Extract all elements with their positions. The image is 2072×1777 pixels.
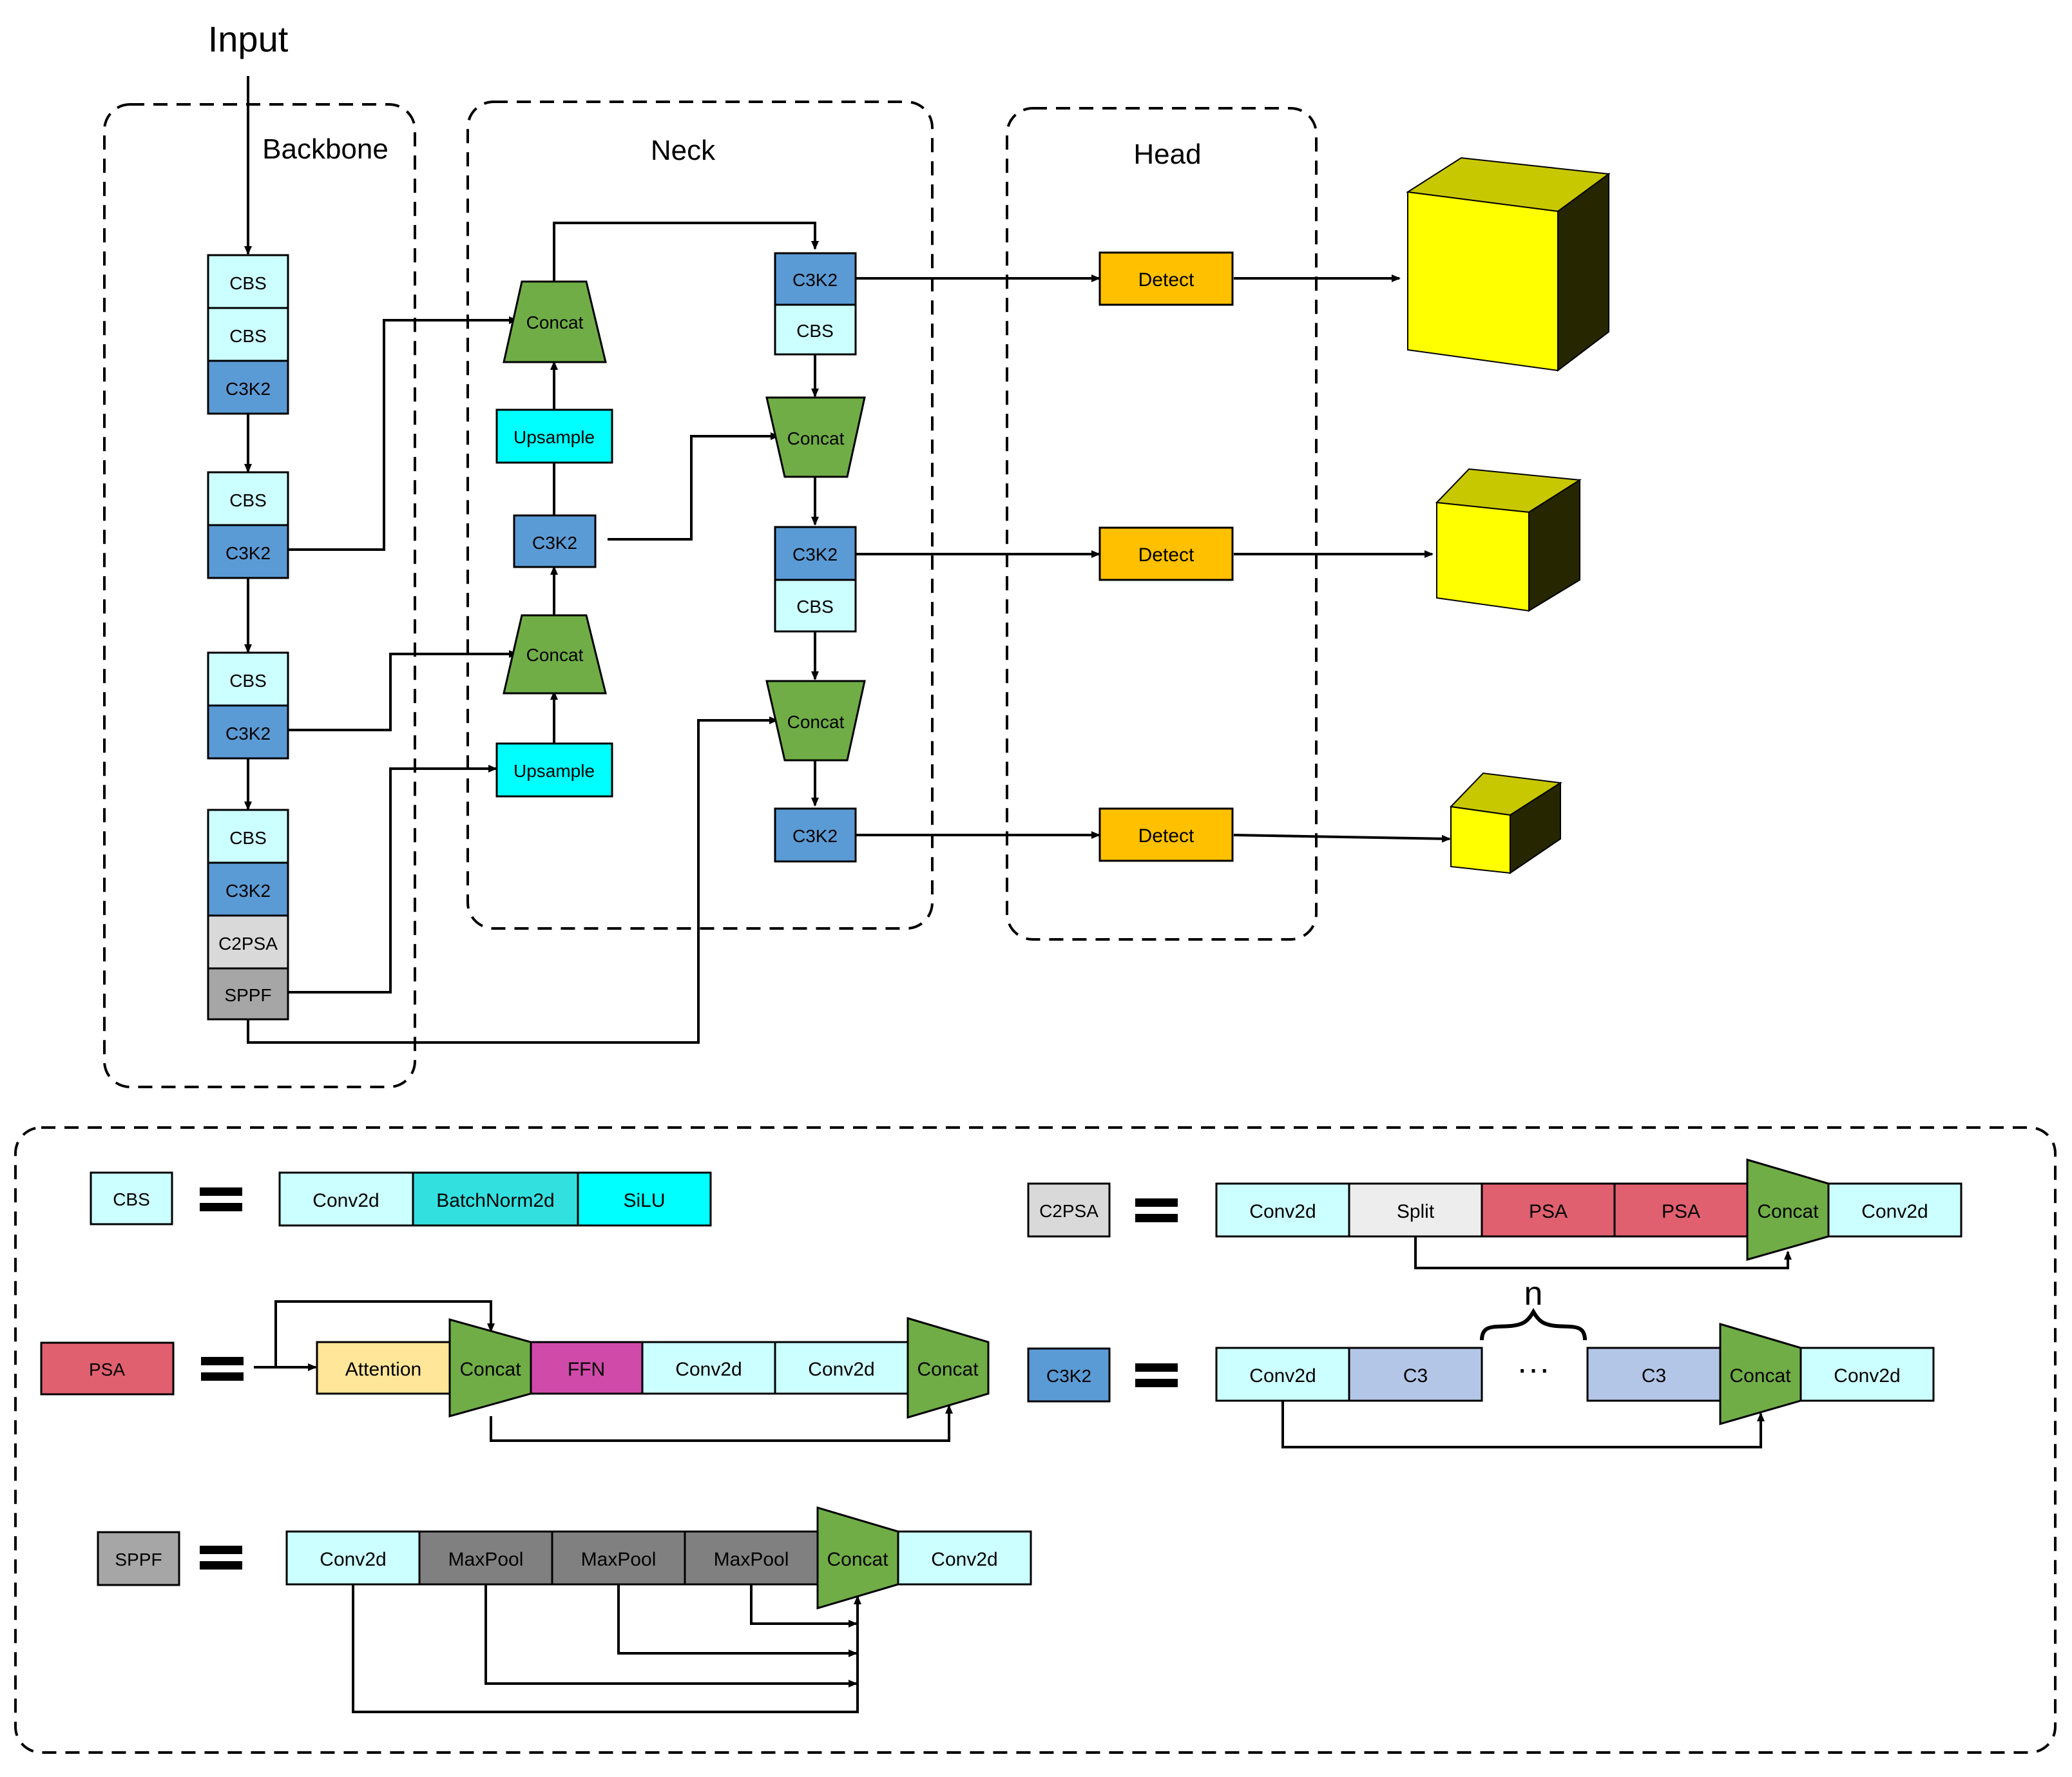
c3k2-label: C3K2 [225, 379, 271, 399]
c3k2-label: C3K2 [225, 881, 271, 901]
input-label: Input [208, 19, 289, 59]
detect-label: Detect [1138, 544, 1194, 566]
concat-label: Concat [787, 712, 845, 732]
batchnorm2d-label: BatchNorm2d [436, 1190, 554, 1211]
equals-sign [1135, 1363, 1178, 1387]
backbone-stage-4: CBS C3K2 C2PSA SPPF [207, 809, 289, 1021]
c3k2-label: C3K2 [792, 544, 838, 564]
cbs-label: CBS [229, 273, 267, 293]
c3k2-label: C3K2 [792, 826, 838, 846]
main-connectors [244, 76, 1451, 1044]
repeat-brace [1480, 1307, 1587, 1341]
upsample-label: Upsample [513, 761, 595, 781]
detect-label: Detect [1138, 269, 1194, 291]
split-label: Split [1397, 1201, 1435, 1222]
neck-concat-2: Concat [503, 614, 607, 695]
concat-label: Concat [917, 1359, 979, 1380]
concat-label: Concat [827, 1549, 888, 1570]
neck-concat-3: Concat [765, 396, 866, 478]
conv2d-label: Conv2d [931, 1549, 997, 1570]
conv2d-label: Conv2d [675, 1359, 742, 1380]
attention-label: Attention [345, 1359, 421, 1380]
cbs-label: CBS [229, 671, 267, 691]
legend-c3k2-definition: C3K2 Conv2d C3 ··· n C3 Concat Conv2d [1027, 1275, 1935, 1448]
conv2d-label: Conv2d [1834, 1365, 1900, 1387]
neck-right-bottom: C3K2 [774, 807, 857, 863]
concat-label: Concat [1729, 1365, 1791, 1387]
head-group [1006, 107, 1318, 941]
cbs-label: CBS [796, 321, 834, 341]
silu-label: SiLU [623, 1190, 665, 1211]
upsample-label: Upsample [513, 427, 595, 447]
neck-right-mid: C3K2 CBS [774, 526, 857, 633]
equals-sign [1135, 1198, 1178, 1222]
conv2d-label: Conv2d [1861, 1201, 1928, 1222]
cbs-label: CBS [229, 828, 267, 848]
output-cube-small [1449, 772, 1562, 874]
c3-label: C3 [1642, 1365, 1666, 1387]
sppf-connectors [352, 1584, 861, 1713]
n-label: n [1524, 1275, 1543, 1312]
neck-upsample-2: Upsample [495, 742, 613, 798]
psa-label: PSA [89, 1359, 125, 1379]
ellipsis-label: ··· [1517, 1350, 1550, 1388]
c2psa-label: C2PSA [218, 934, 278, 954]
sppf-label: SPPF [115, 1550, 162, 1570]
c3k2-label: C3K2 [792, 270, 838, 290]
concat-label: Concat [526, 645, 584, 665]
conv2d-label: Conv2d [808, 1359, 874, 1380]
legend-sppf-definition: SPPF Conv2d MaxPool MaxPool MaxPool Conc… [97, 1506, 1032, 1713]
maxpool-label: MaxPool [448, 1549, 524, 1570]
backbone-group [103, 103, 416, 1088]
head-title: Head [1133, 139, 1201, 170]
c3k2-label: C3K2 [225, 724, 271, 744]
backbone-stage-3: CBS C3K2 [207, 651, 289, 760]
cbs-label: CBS [229, 490, 267, 510]
psa-label: PSA [1529, 1201, 1568, 1222]
backbone-stage-2: CBS C3K2 [207, 471, 289, 579]
legend-psa-definition: PSA Attention Concat FFN Conv2d Conv2d C… [40, 1300, 990, 1442]
neck-group [466, 101, 934, 930]
legend-c2psa-definition: C2PSA Conv2d Split PSA PSA Concat Conv2d [1027, 1158, 1962, 1269]
backbone-title: Backbone [262, 133, 388, 165]
c2psa-label: C2PSA [1039, 1201, 1098, 1221]
concat-label: Concat [459, 1359, 521, 1380]
c3-label: C3 [1403, 1365, 1428, 1387]
cbs-label: CBS [113, 1189, 150, 1209]
neck-right-top: C3K2 CBS [774, 252, 857, 356]
c3k2-label: C3K2 [225, 543, 271, 563]
psa-label: PSA [1662, 1201, 1700, 1222]
concat-label: Concat [787, 428, 845, 448]
equals-sign [200, 1546, 242, 1570]
detect-block-1: Detect [1098, 251, 1234, 306]
neck-upsample-1: Upsample [495, 408, 613, 464]
cbs-label: CBS [796, 597, 834, 617]
neck-concat-4: Concat [765, 680, 866, 762]
equals-sign [201, 1357, 244, 1381]
detect-block-2: Detect [1098, 526, 1234, 581]
conv2d-label: Conv2d [1249, 1365, 1316, 1387]
maxpool-label: MaxPool [581, 1549, 657, 1570]
cbs-label: CBS [229, 326, 267, 346]
neck-c3k2-1: C3K2 [513, 514, 597, 568]
c3k2-label: C3K2 [1046, 1366, 1091, 1386]
output-cube-medium [1435, 468, 1582, 612]
output-cube-large [1406, 157, 1611, 372]
ffn-label: FFN [568, 1359, 605, 1380]
maxpool-label: MaxPool [714, 1549, 789, 1570]
legend-cbs-definition: CBS Conv2d BatchNorm2d SiLU [90, 1171, 712, 1227]
conv2d-label: Conv2d [320, 1549, 386, 1570]
detect-label: Detect [1138, 825, 1194, 847]
conv2d-label: Conv2d [312, 1190, 379, 1211]
backbone-stage-1: CBS CBS C3K2 [207, 254, 289, 415]
equals-sign [200, 1187, 242, 1211]
detect-block-3: Detect [1098, 807, 1234, 862]
neck-title: Neck [651, 135, 716, 166]
concat-label: Concat [526, 312, 584, 332]
conv2d-label: Conv2d [1249, 1201, 1316, 1222]
sppf-label: SPPF [224, 985, 271, 1005]
concat-label: Concat [1757, 1201, 1819, 1222]
neck-concat-1: Concat [503, 280, 607, 363]
c3k2-label: C3K2 [532, 533, 577, 553]
